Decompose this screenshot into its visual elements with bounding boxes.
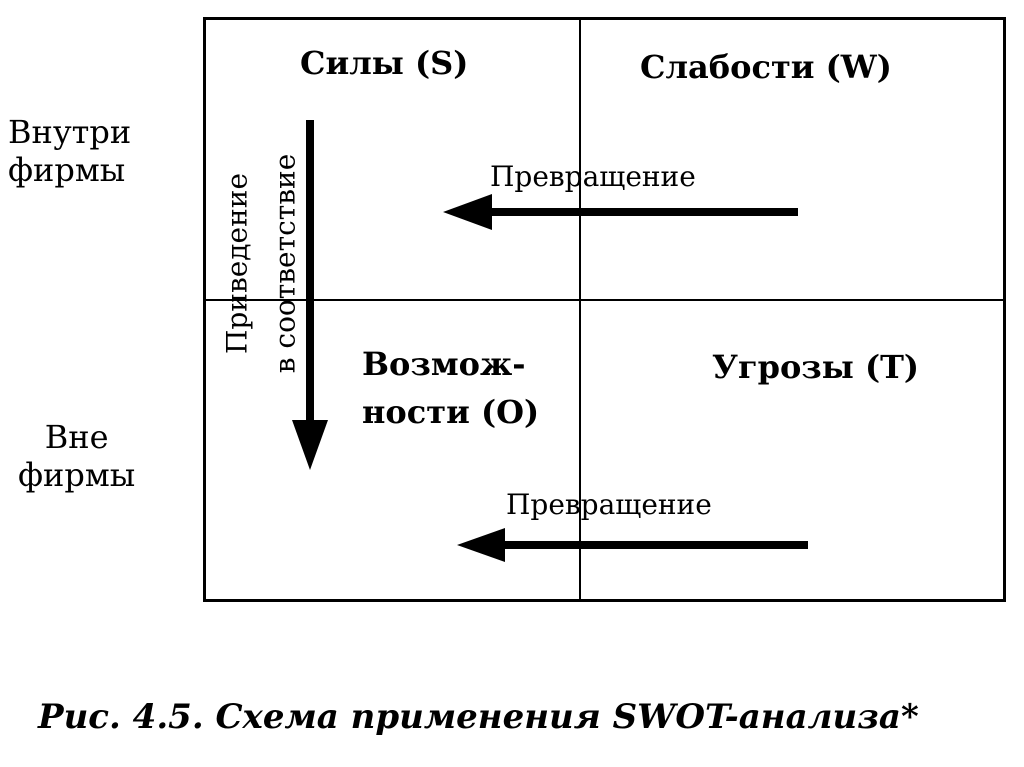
vertical-divider — [579, 17, 581, 599]
outside-line-2: фирмы — [18, 456, 136, 494]
alignment-label-line-1: Приведение — [220, 172, 254, 355]
inside-line-2: фирмы — [8, 151, 126, 189]
outside-line-1: Вне — [44, 418, 109, 456]
bottom-transform-arrow — [457, 528, 808, 562]
horizontal-divider — [203, 299, 1003, 301]
inside-line-1: Внутри — [8, 113, 132, 151]
swot-matrix-frame — [203, 17, 1006, 602]
opportunities-line-1: Возмож- — [362, 345, 526, 383]
opportunities-line-2: ности (O) — [362, 393, 540, 431]
opportunities-title: Возмож- ности (O) — [362, 340, 539, 436]
bottom-transform-label: Превращение — [506, 488, 712, 521]
threats-title: Угрозы (T) — [712, 348, 920, 386]
top-transform-arrow — [443, 194, 798, 230]
vertical-arrow — [292, 120, 328, 470]
strengths-title: Силы (S) — [300, 44, 469, 82]
alignment-label-line-2: в соответствие — [268, 153, 302, 374]
top-transform-label: Превращение — [490, 160, 696, 193]
figure-caption: Рис. 4.5. Схема применения SWOT-анализа* — [38, 697, 919, 737]
outside-firm-label: Вне фирмы — [18, 418, 135, 494]
weaknesses-title: Слабости (W) — [640, 48, 892, 86]
inside-firm-label: Внутри фирмы — [8, 113, 131, 189]
